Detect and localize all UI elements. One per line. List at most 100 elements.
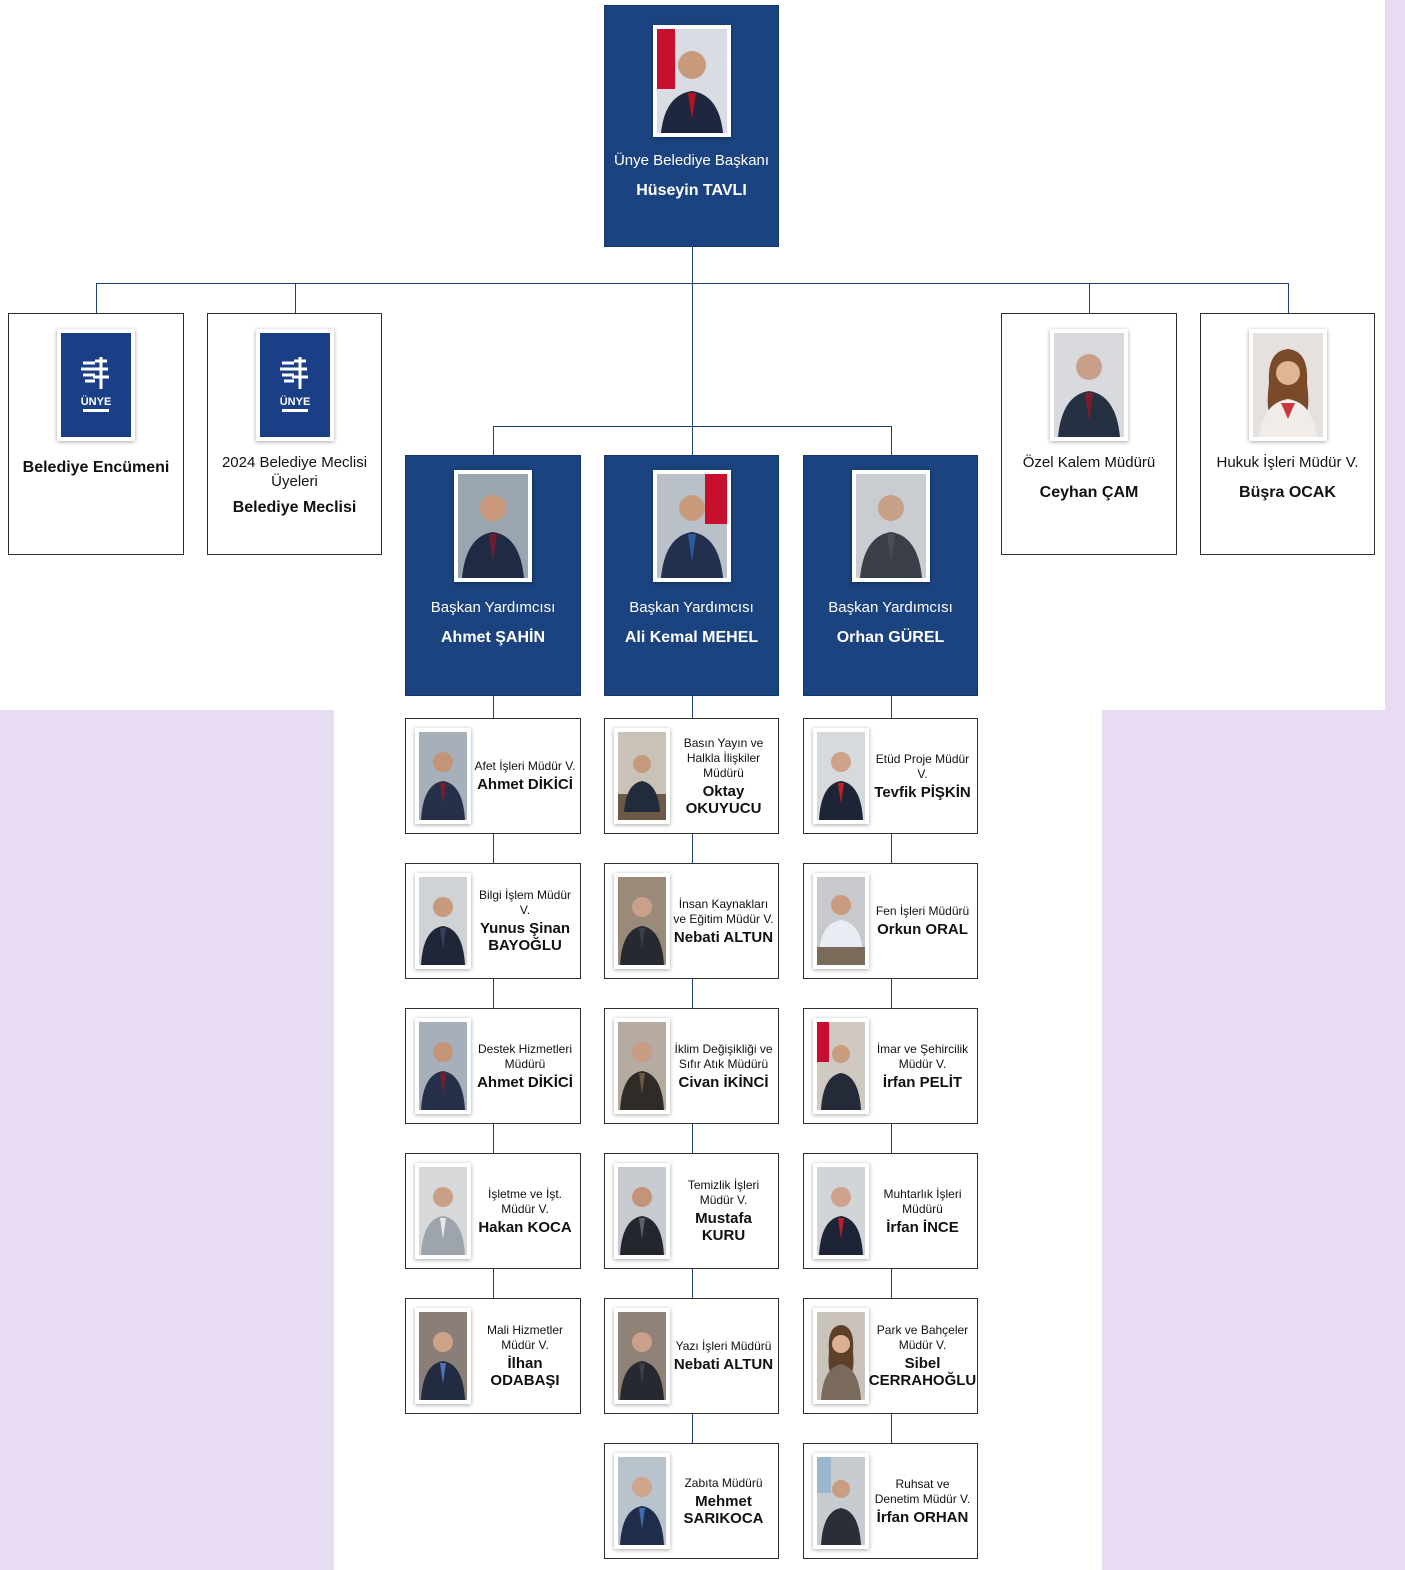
department-box[interactable]: İmar ve Şehircilik Müdür V.İrfan PELİT [803, 1008, 978, 1124]
portrait-icon [817, 1022, 865, 1110]
person-photo [813, 1018, 869, 1114]
deputy-photo [652, 470, 731, 582]
department-title: Etüd Proje Müdür V. [875, 751, 970, 781]
person-photo [614, 1308, 670, 1404]
department-title: Mali Hizmetler Müdür V. [486, 1323, 563, 1352]
mayor-title: Ünye Belediye Başkanı [613, 152, 770, 169]
department-head-name: Ahmet DİKİCİ [477, 776, 573, 793]
department-head-name: İlhan ODABAŞI [490, 1355, 560, 1389]
deputy-box-1[interactable]: Başkan Yardımcısı Ahmet ŞAHİN [405, 455, 581, 696]
mayor-box[interactable]: Ünye Belediye Başkanı Hüseyin TAVLI [604, 5, 779, 247]
hukuk-name: Büşra OCAK [1239, 484, 1336, 501]
meclis-name: Belediye Meclisi [232, 499, 357, 516]
person-photo [813, 1163, 869, 1259]
department-box[interactable]: Mali Hizmetler Müdür V. İlhan ODABAŞI [405, 1298, 581, 1414]
unit-box-hukuk[interactable]: Hukuk İşleri Müdür V. Büşra OCAK [1200, 313, 1375, 555]
ozel-kalem-title: Özel Kalem Müdürü [1022, 454, 1156, 471]
portrait-icon [817, 1167, 865, 1255]
department-head-name: Mehmet SARIKOCA [683, 1492, 764, 1527]
connector-deputy-horizontal [493, 426, 891, 427]
deputy-title: Başkan Yardımcısı [430, 599, 556, 616]
portrait-icon [1252, 333, 1323, 437]
department-box[interactable]: Bilgi İşlem Müdür V.Yunus Şinan BAYOĞLU [405, 863, 581, 979]
mayor-photo [652, 25, 731, 137]
department-box[interactable]: Park ve Bahçeler Müdür V. Sibel CERRAHOĞL… [803, 1298, 978, 1414]
portrait-icon [618, 1457, 666, 1545]
department-head-name: Sibel CERRAHOĞLU [868, 1355, 977, 1389]
person-photo [415, 728, 471, 824]
portrait-icon [817, 1312, 865, 1400]
portrait-icon [419, 1167, 467, 1255]
person-photo [614, 1018, 670, 1114]
department-head-name: Oktay OKUYUCU [685, 782, 762, 817]
connector-column-1 [493, 695, 494, 1300]
unye-logo: ÜNYE [57, 329, 135, 441]
connector-mayor-down [692, 247, 693, 284]
department-head-name: Tevfik PİŞKİN [874, 783, 971, 801]
department-box[interactable]: İşletme ve İşt. Müdür V.Hakan KOCA [405, 1153, 581, 1269]
portrait-icon [656, 474, 727, 578]
person-photo [1248, 329, 1327, 441]
portrait-icon [618, 1312, 666, 1400]
unit-box-ozel-kalem[interactable]: Özel Kalem Müdürü Ceyhan ÇAM [1001, 313, 1177, 555]
unye-belediyesi-logo-icon: ÜNYE [61, 333, 131, 437]
department-title: Park ve Bahçeler Müdür V. [876, 1323, 969, 1352]
portrait-icon [419, 1022, 467, 1110]
unit-box-encumen[interactable]: ÜNYE Belediye Encümeni [8, 313, 184, 555]
deputy-box-3[interactable]: Başkan Yardımcısı Orhan GÜREL [803, 455, 978, 696]
portrait-icon [419, 1312, 467, 1400]
department-box[interactable]: İnsan Kaynakları ve Eğitim Müdür V.Nebat… [604, 863, 779, 979]
department-title: İklim Değişikliği ve Sıfır Atık Müdürü [674, 1041, 773, 1071]
deputy-name: Ahmet ŞAHİN [440, 629, 545, 646]
deputy-title: Başkan Yardımcısı [828, 599, 953, 616]
department-title: Temizlik İşleri Müdür V. [687, 1178, 760, 1207]
unit-box-meclis[interactable]: ÜNYE 2024 Belediye Meclisi Üyeleri Beled… [207, 313, 382, 555]
department-head-name: Nebati ALTUN [673, 1356, 774, 1373]
portrait-icon [656, 29, 727, 133]
connector-drop-encumen [96, 283, 97, 313]
person-photo [813, 1453, 869, 1549]
department-box[interactable]: Afet İşleri Müdür V.Ahmet DİKİCİ [405, 718, 581, 834]
portrait-icon [817, 877, 865, 965]
deputy-box-2[interactable]: Başkan Yardımcısı Ali Kemal MEHEL [604, 455, 779, 696]
meclis-title: 2024 Belediye Meclisi Üyeleri [221, 454, 368, 490]
department-title: Yazı İşleri Müdürü [675, 1339, 772, 1353]
person-photo [415, 873, 471, 969]
connector-drop-hukuk [1288, 283, 1289, 313]
portrait-icon [817, 1457, 865, 1545]
portrait-icon [817, 732, 865, 820]
department-box[interactable]: Etüd Proje Müdür V. Tevfik PİŞKİN [803, 718, 978, 834]
person-photo [813, 873, 869, 969]
department-box[interactable]: Ruhsat ve Denetim Müdür V.İrfan ORHAN [803, 1443, 978, 1559]
department-title: İnsan Kaynakları ve Eğitim Müdür V. [673, 896, 774, 926]
person-photo [813, 1308, 869, 1404]
portrait-icon [1054, 333, 1124, 437]
portrait-icon [618, 877, 666, 965]
department-head-name: İrfan PELİT [882, 1073, 963, 1091]
connector-drop-deputy-3 [891, 426, 892, 455]
portrait-icon [419, 877, 467, 965]
connector-drop-deputy-1 [493, 426, 494, 455]
middle-white-panel [334, 700, 1102, 1570]
deputy-name: Orhan GÜREL [836, 629, 945, 646]
svg-text:ÜNYE: ÜNYE [81, 395, 112, 408]
department-box[interactable]: Temizlik İşleri Müdür V. Mustafa KURU [604, 1153, 779, 1269]
connector-drop-meclis [295, 283, 296, 313]
department-head-name: İrfan İNCE [886, 1218, 959, 1236]
connector-drop-ozel-kalem [1089, 283, 1090, 313]
portrait-icon [458, 474, 528, 578]
unye-logo: ÜNYE [255, 329, 334, 441]
deputy-photo [851, 470, 930, 582]
person-photo [614, 1163, 670, 1259]
person-photo [614, 1453, 670, 1549]
department-head-name: Mustafa KURU [695, 1210, 752, 1244]
person-photo [1050, 329, 1128, 441]
department-title: Ruhsat ve Denetim Müdür V. [874, 1476, 971, 1506]
